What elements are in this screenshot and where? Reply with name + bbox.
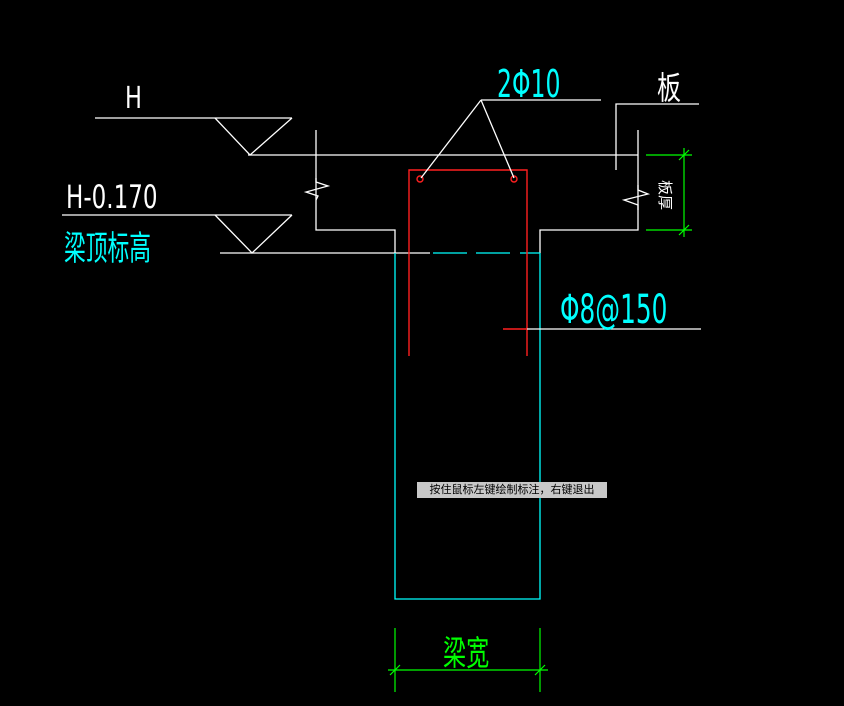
slab-thickness-label: 板厚 bbox=[656, 180, 674, 210]
slab-leader bbox=[615, 103, 699, 170]
status-tooltip: 按住鼠标左键绘制标注，右键退出 bbox=[417, 482, 607, 498]
beam-width-dimension bbox=[388, 628, 548, 692]
slab-thickness-dimension bbox=[646, 148, 692, 237]
stirrup-rebar bbox=[408, 169, 528, 356]
slab-label: 板 bbox=[657, 70, 681, 107]
beam-section-outline bbox=[394, 252, 541, 600]
elevation-symbol-h bbox=[95, 117, 293, 156]
top-rebar-label: 2Φ10 bbox=[497, 63, 561, 106]
elevation-label-beam: H-0.170 bbox=[66, 178, 158, 216]
top-bar-right bbox=[510, 175, 518, 183]
stirrup-label: Φ8@150 bbox=[560, 286, 667, 333]
elevation-label-h: H bbox=[125, 81, 142, 116]
break-line-right bbox=[621, 185, 651, 210]
beam-width-label: 梁宽 bbox=[443, 633, 489, 673]
beam-top-elevation-label: 梁顶标高 bbox=[64, 229, 151, 268]
top-bar-left bbox=[416, 175, 424, 183]
break-line-left bbox=[303, 178, 331, 201]
slab-outline bbox=[220, 130, 639, 254]
top-rebar-leader bbox=[420, 99, 601, 179]
